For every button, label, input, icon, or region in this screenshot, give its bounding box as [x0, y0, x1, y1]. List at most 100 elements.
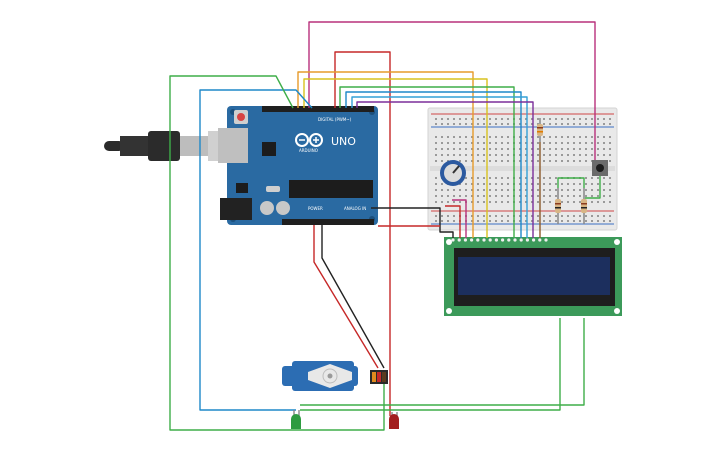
- breadboard-hole: [597, 148, 599, 150]
- breadboard-hole: [531, 183, 533, 185]
- breadboard-hole: [555, 123, 557, 125]
- lcd-pin: [519, 238, 523, 242]
- breadboard-holes: [435, 118, 611, 222]
- breadboard-hole: [465, 154, 467, 156]
- breadboard-hole: [501, 148, 503, 150]
- breadboard-hole: [555, 177, 557, 179]
- breadboard-hole: [435, 215, 437, 217]
- atmega-chip: [289, 180, 373, 198]
- breadboard-hole: [519, 220, 521, 222]
- breadboard-hole: [501, 220, 503, 222]
- breadboard-hole: [537, 118, 539, 120]
- resistor: [537, 118, 543, 142]
- breadboard-hole: [441, 123, 443, 125]
- breadboard-hole: [477, 118, 479, 120]
- breadboard-hole: [609, 160, 611, 162]
- breadboard-hole: [519, 183, 521, 185]
- breadboard-hole: [603, 220, 605, 222]
- breadboard-hole: [525, 142, 527, 144]
- breadboard-hole: [591, 201, 593, 203]
- breadboard-hole: [471, 142, 473, 144]
- breadboard-hole: [567, 154, 569, 156]
- breadboard-hole: [501, 189, 503, 191]
- breadboard-hole: [537, 160, 539, 162]
- breadboard-hole: [507, 160, 509, 162]
- breadboard-hole: [597, 189, 599, 191]
- breadboard-hole: [465, 123, 467, 125]
- breadboard-hole: [507, 177, 509, 179]
- breadboard-hole: [585, 148, 587, 150]
- breadboard-hole: [585, 136, 587, 138]
- breadboard-hole: [465, 148, 467, 150]
- breadboard-hole: [531, 201, 533, 203]
- breadboard-hole: [597, 195, 599, 197]
- wire-cyan: [351, 96, 528, 238]
- breadboard-hole: [441, 220, 443, 222]
- breadboard-hole: [609, 177, 611, 179]
- breadboard-hole: [579, 195, 581, 197]
- breadboard-hole: [441, 183, 443, 185]
- breadboard-hole: [483, 177, 485, 179]
- wire-red-pot: [445, 205, 461, 238]
- capacitor: [276, 201, 290, 215]
- breadboard-hole: [471, 148, 473, 150]
- breadboard-hole: [501, 195, 503, 197]
- wire-black-pot: [439, 228, 454, 238]
- breadboard-hole: [495, 189, 497, 191]
- breadboard: [427, 107, 618, 231]
- wire-purple: [356, 101, 534, 238]
- breadboard-hole: [519, 201, 521, 203]
- breadboard-hole: [549, 195, 551, 197]
- breadboard-hole: [441, 148, 443, 150]
- breadboard-hole: [519, 177, 521, 179]
- wire-green-res: [557, 177, 585, 188]
- breadboard-hole: [531, 148, 533, 150]
- breadboard-hole: [525, 220, 527, 222]
- breadboard-hole: [477, 201, 479, 203]
- breadboard-hole: [435, 201, 437, 203]
- breadboard-hole: [603, 183, 605, 185]
- breadboard-hole: [441, 189, 443, 191]
- capacitor: [260, 201, 274, 215]
- breadboard-hole: [441, 118, 443, 120]
- breadboard-hole: [567, 220, 569, 222]
- breadboard-hole: [561, 148, 563, 150]
- breadboard-hole: [483, 201, 485, 203]
- breadboard-hole: [477, 177, 479, 179]
- breadboard-hole: [489, 183, 491, 185]
- breadboard-hole: [435, 183, 437, 185]
- breadboard-hole: [477, 148, 479, 150]
- breadboard-hole: [585, 177, 587, 179]
- usb-cable: [104, 131, 238, 161]
- breadboard-hole: [531, 220, 533, 222]
- breadboard-hole: [447, 154, 449, 156]
- breadboard-hole: [441, 201, 443, 203]
- lcd-pin: [538, 238, 542, 242]
- breadboard-hole: [489, 160, 491, 162]
- breadboard-hole: [453, 142, 455, 144]
- regulator-chip: [236, 183, 248, 193]
- breadboard-hole: [507, 142, 509, 144]
- breadboard-hole: [555, 195, 557, 197]
- breadboard-hole: [435, 220, 437, 222]
- breadboard-hole: [507, 148, 509, 150]
- breadboard-hole: [579, 220, 581, 222]
- breadboard-hole: [609, 142, 611, 144]
- breadboard-hole: [579, 118, 581, 120]
- breadboard-hole: [495, 118, 497, 120]
- breadboard-hole: [591, 123, 593, 125]
- breadboard-hole: [453, 123, 455, 125]
- breadboard-hole: [507, 189, 509, 191]
- breadboard-hole: [447, 148, 449, 150]
- wire-magenta-pot: [452, 199, 467, 238]
- breadboard-hole: [435, 160, 437, 162]
- breadboard-hole: [603, 189, 605, 191]
- breadboard-hole: [483, 183, 485, 185]
- breadboard-hole: [471, 123, 473, 125]
- breadboard-hole: [501, 118, 503, 120]
- breadboard-hole: [549, 183, 551, 185]
- wire-blue-usb: [199, 89, 313, 143]
- wire-blue: [345, 91, 522, 238]
- breadboard-hole: [519, 154, 521, 156]
